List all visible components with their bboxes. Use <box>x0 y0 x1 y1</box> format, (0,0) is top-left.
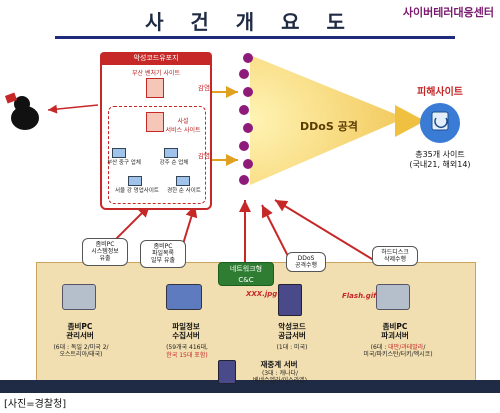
cnc-node: 네트워크형 C&C <box>218 262 274 286</box>
zombie-destroy-server-icon <box>376 284 410 310</box>
bubble-hd-delete: 하드디스크 삭제수행 <box>372 246 418 267</box>
node-pc-icon <box>164 148 178 158</box>
hacker-icon <box>4 92 39 130</box>
bubble-zombie-filelist: 좀비PC 파일목록 일부 유출 <box>140 240 186 268</box>
server-0-detail: (6대 : 독일 2/미국 2/ 오스트리아/태국) <box>53 344 109 359</box>
infection-label-top: 감염 <box>198 84 210 92</box>
node-pc-icon <box>176 176 190 186</box>
cnc-line1: 네트워크형 <box>229 265 263 273</box>
server-3-detail: (6대 : 대만/과테말라/ 미국/파키스탄/터키/멕시코) <box>338 344 458 358</box>
server-1-highlight: 한국 15대 포함) <box>166 352 208 359</box>
malware-box-title: 악성코드유포지 <box>100 52 212 65</box>
bottom-band <box>0 380 500 393</box>
server-3-name: 좀비PC 파괴서버 <box>381 322 409 341</box>
server-0-name: 좀비PC 관리서버 <box>66 322 94 341</box>
zombie-nodes <box>239 53 253 185</box>
inner-site-icon <box>146 112 164 132</box>
agency-label: 사이버테러대응센터 <box>402 6 494 19</box>
server-1-name: 파일정보 수집서버 <box>172 322 200 341</box>
ddos-arrowhead <box>395 105 425 137</box>
bubble-ddos-cmd: DDoS 공격수행 <box>286 252 326 273</box>
server-1-detail: (59개국 416대, <box>166 344 208 351</box>
node-label: 부산 중구 업체 <box>107 160 141 166</box>
node-label: 강주 순 업체 <box>159 160 189 166</box>
top-site-label: 부산 벤처기 사이트 <box>132 70 180 77</box>
relay-server-name: 재중계 서버 <box>260 360 298 369</box>
node-label: 경한 순 사이트 <box>167 188 201 194</box>
top-site-icon <box>146 78 164 98</box>
inner-site-label: 사설 서비스 사이트 <box>165 118 201 134</box>
node-pc-icon <box>128 176 142 186</box>
page-title: 사 건 개 요 도 <box>145 10 355 34</box>
relay-server-icon <box>218 360 236 384</box>
ddos-attack-label: DDoS 공격 <box>300 120 358 133</box>
ddos-beam <box>250 55 405 185</box>
file-xxx-label: XXX.jpg <box>246 290 278 298</box>
node-pc-icon <box>112 148 126 158</box>
victim-site-title: 피해사이트 <box>417 87 463 98</box>
inner-service-box <box>108 106 206 204</box>
server-3-highlight: 대만/과테말라 <box>388 344 424 351</box>
server-3-detail-rest: / 미국/파키스탄/터키/멕시코) <box>363 344 433 359</box>
malware-supply-server-icon <box>278 284 302 316</box>
file-flash-label: Flash.gif <box>342 292 377 300</box>
victim-count-total: 총35개 사이트 <box>415 150 465 159</box>
title-rule <box>55 36 455 39</box>
server-2-detail: (1대 : 미국) <box>276 344 308 351</box>
relay-server-detail: (3대 : 캐나다/ 베네수엘라/이스라엘) <box>252 370 308 385</box>
file-collect-server-icon <box>166 284 202 310</box>
node-label: 서울 강 멍업사이트 <box>115 188 159 194</box>
victim-count-detail: (국내21, 해외14) <box>409 160 471 170</box>
victim-count: 총35개 사이트 (국내21, 해외14) <box>385 150 495 171</box>
infection-label-mid: 감염 <box>198 152 210 160</box>
cnc-line2: C&C <box>238 276 254 284</box>
bubble-zombie-sysinfo: 좀비PC 시스템정보 유출 <box>82 238 128 266</box>
photo-caption: [사진=경찰청] <box>4 399 67 410</box>
zombie-mgmt-server-icon <box>62 284 96 310</box>
server-2-name: 악성코드 공급서버 <box>278 322 306 341</box>
server-3-detail-prefix: (6대 : <box>370 344 389 351</box>
victim-site-icon <box>420 103 460 143</box>
